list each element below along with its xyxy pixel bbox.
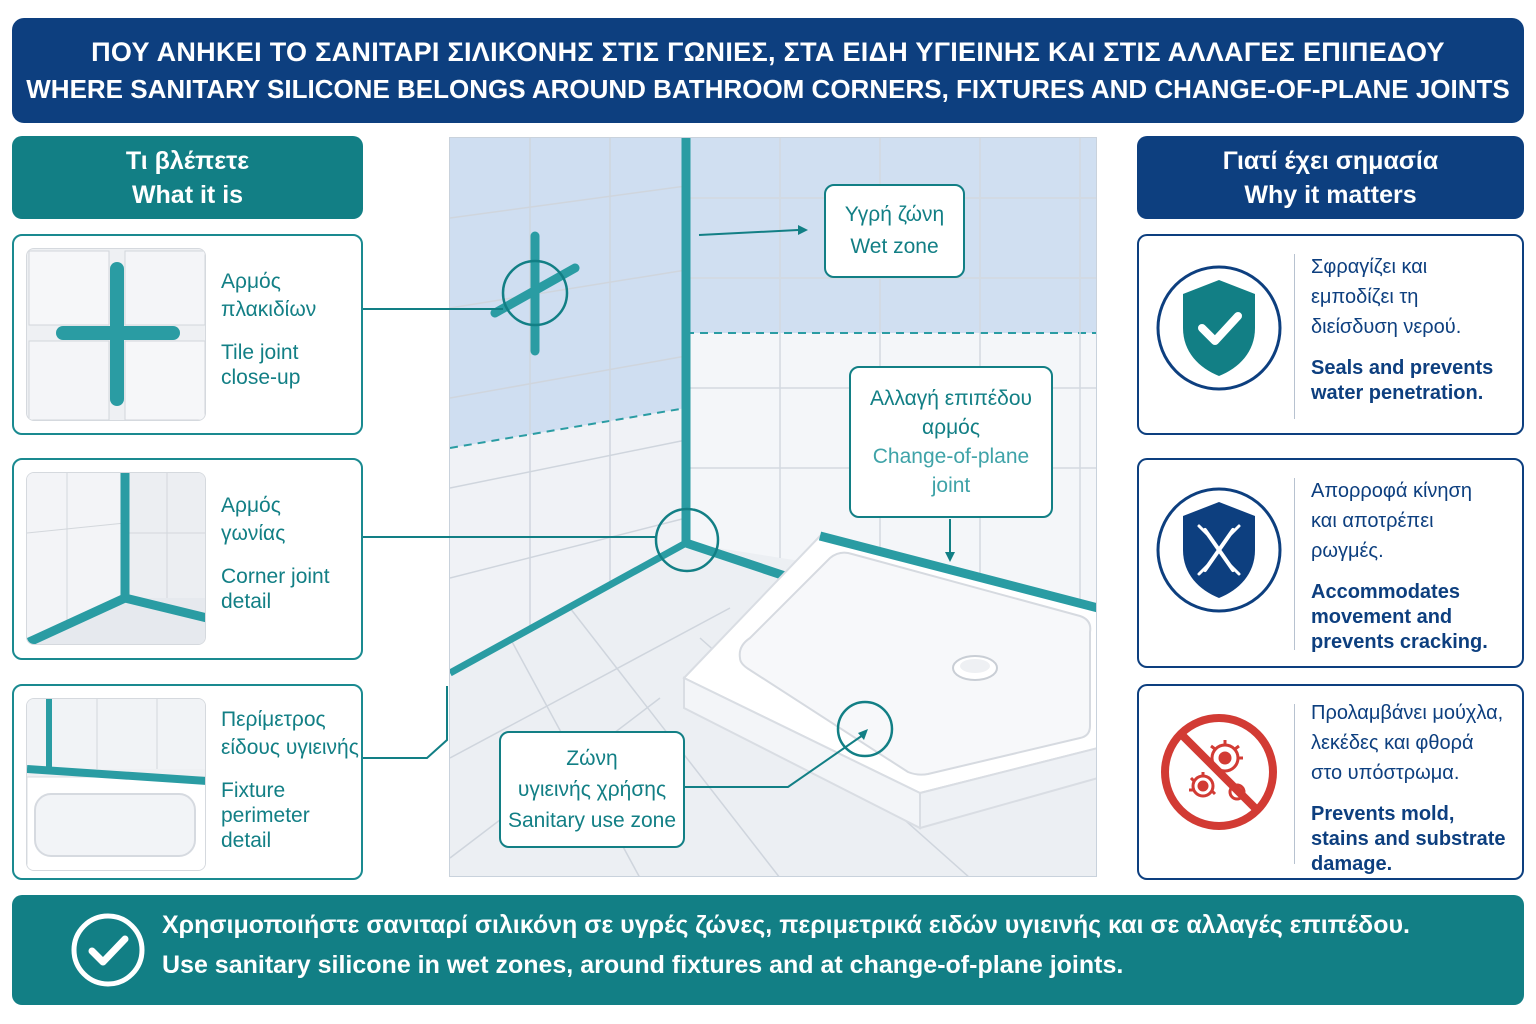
- corner-joint-card: Αρμός γωνίας Corner joint detail: [12, 458, 363, 660]
- check-circle-icon: [70, 912, 146, 993]
- summary-text-greek: Χρησιμοποιήστε σανιταρί σιλικόνη σε υγρέ…: [162, 911, 1410, 939]
- corner-joint-highlight: [654, 507, 720, 573]
- corner-joint-label-english: Corner joint detail: [221, 565, 330, 613]
- fixture-perimeter-label-english: Fixture perimeter detail: [221, 779, 310, 852]
- fixture-perimeter-label: Περίμετρος είδους υγιεινής Fixture perim…: [221, 706, 359, 853]
- corner-joint-label: Αρμός γωνίας Corner joint detail: [221, 492, 330, 614]
- title-greek: ΠΟΥ ΑΝΗΚΕΙ ΤΟ ΣΑΝΙΤΑΡΙ ΣΙΛΙΚΟΝΗΣ ΣΤΙΣ ΓΩ…: [91, 36, 1445, 67]
- shield-check-icon: [1155, 260, 1285, 398]
- seals-text-greek: Σφραγίζει και εμποδίζει τη διείσδυση νερ…: [1311, 256, 1462, 338]
- summary-text-english: Use sanitary silicone in wet zones, arou…: [162, 951, 1124, 979]
- movement-text-english: Accommodates movement and prevents crack…: [1311, 581, 1488, 653]
- change-of-plane-label-english: Change-of-plane joint: [872, 445, 1030, 497]
- wet-zone-label-greek: Υγρή ζώνη: [844, 203, 945, 226]
- seals-divider: [1294, 254, 1295, 419]
- why-it-matters-heading-greek: Γιατί έχει σημασία: [1222, 146, 1439, 175]
- seals-text: Σφραγίζει και εμποδίζει τη διείσδυση νερ…: [1311, 252, 1493, 406]
- tile-joint-label-english: Tile joint close-up: [221, 341, 301, 389]
- fixture-perimeter-card: Περίμετρος είδους υγιεινής Fixture perim…: [12, 684, 363, 880]
- fixture-perimeter-label-greek: Περίμετρος είδους υγιεινής: [221, 708, 359, 759]
- why-it-matters-heading: Γιατί έχει σημασία Why it matters: [1137, 136, 1524, 219]
- mold-text-english: Prevents mold, stains and substrate dama…: [1311, 803, 1506, 875]
- mold-text: Προλαμβάνει μούχλα, λεκέδες και φθορά στ…: [1311, 698, 1506, 877]
- mold-divider: [1294, 704, 1295, 864]
- mold-card: Προλαμβάνει μούχλα, λεκέδες και φθορά στ…: [1137, 684, 1524, 880]
- change-of-plane-label-greek: Αλλαγή επιπέδου αρμός: [869, 387, 1033, 439]
- corner-joint-thumbnail: [26, 472, 206, 645]
- movement-divider: [1294, 478, 1295, 650]
- wet-zone-label-english: Wet zone: [850, 235, 939, 258]
- what-it-is-heading-greek: Τι βλέπετε: [125, 146, 250, 175]
- change-of-plane-callout: Αλλαγή επιπέδου αρμός Change-of-plane jo…: [849, 366, 1053, 518]
- movement-text: Απορροφά κίνηση και αποτρέπει ρωγμές. Ac…: [1311, 476, 1488, 655]
- sanitary-zone-callout: Ζώνη υγιεινής χρήσης Sanitary use zone: [499, 731, 685, 848]
- what-it-is-heading: Τι βλέπετε What it is: [12, 136, 363, 219]
- tile-joint-thumbnail: [26, 248, 206, 421]
- fixture-perimeter-highlight: [836, 700, 894, 758]
- fixture-perimeter-thumbnail: [26, 698, 206, 871]
- sanitary-zone-label-english: Sanitary use zone: [507, 809, 677, 832]
- movement-card: Απορροφά κίνηση και αποτρέπει ρωγμές. Ac…: [1137, 458, 1524, 668]
- what-it-is-heading-english: What it is: [131, 180, 244, 209]
- sanitary-zone-label-greek: Ζώνη υγιεινής χρήσης: [517, 747, 667, 801]
- why-it-matters-heading-english: Why it matters: [1244, 180, 1417, 209]
- seals-card: Σφραγίζει και εμποδίζει τη διείσδυση νερ…: [1137, 234, 1524, 435]
- title-english: WHERE SANITARY SILICONE BELONGS AROUND B…: [26, 73, 1510, 104]
- wet-zone-callout: Υγρή ζώνη Wet zone: [824, 184, 965, 278]
- seals-text-english: Seals and prevents water penetration.: [1311, 357, 1494, 404]
- corner-joint-label-greek: Αρμός γωνίας: [221, 494, 286, 545]
- summary-banner: Χρησιμοποιήστε σανιταρί σιλικόνη σε υγρέ…: [12, 895, 1524, 1005]
- tile-joint-highlight: [501, 259, 569, 327]
- tile-joint-label: Αρμός πλακιδίων Tile joint close-up: [221, 268, 316, 390]
- no-mold-icon: [1159, 712, 1289, 850]
- movement-text-greek: Απορροφά κίνηση και αποτρέπει ρωγμές.: [1311, 480, 1472, 562]
- shield-crack-icon: [1155, 482, 1285, 620]
- bathroom-illustration: [450, 138, 1096, 876]
- tile-joint-card: Αρμός πλακιδίων Tile joint close-up: [12, 234, 363, 435]
- tile-joint-label-greek: Αρμός πλακιδίων: [221, 270, 317, 321]
- title-banner: ΠΟΥ ΑΝΗΚΕΙ ΤΟ ΣΑΝΙΤΑΡΙ ΣΙΛΙΚΟΝΗΣ ΣΤΙΣ ΓΩ…: [12, 18, 1524, 123]
- mold-text-greek: Προλαμβάνει μούχλα, λεκέδες και φθορά στ…: [1311, 702, 1504, 784]
